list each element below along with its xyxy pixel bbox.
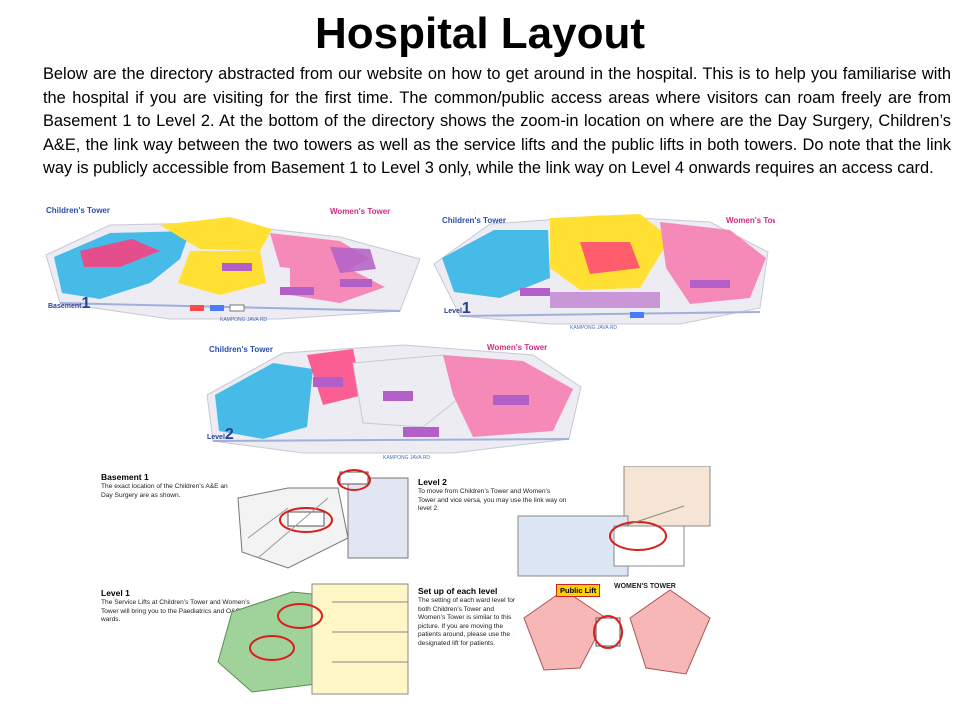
womens-tower-label: Women's Tower	[487, 343, 548, 352]
zoom-level-1-text: The Service Lifts at Children’s Tower an…	[101, 599, 250, 624]
zoom-level-1: Level 1 The Service Lifts at Children’s …	[100, 582, 412, 696]
level-2-map: Children's Tower Women's Tower Level2 KA…	[203, 335, 586, 465]
level-1-map: Children's Tower Women's Tower Level1 KA…	[430, 208, 775, 336]
childrens-tower-label: Children's Tower	[209, 345, 273, 354]
zoom-basement-1: Basement 1 The exact location of the Chi…	[100, 466, 412, 580]
kampong-java-road-label: KAMPONG JAVA RD	[383, 455, 431, 461]
ward-setup-plan	[523, 589, 711, 675]
level-number: 1	[81, 295, 91, 312]
intro-paragraph: Below are the directory abstracted from …	[43, 65, 951, 178]
womens-tower-caps-label: WOMEN'S TOWER	[614, 583, 676, 590]
basement-1-map: Children's Tower Women's Tower Basement1…	[40, 203, 425, 325]
zoom-basement-1-text: The exact location of the Children’s A&E…	[101, 483, 243, 499]
zoom-level-2-text: To move from Children’s Tower and Women’…	[418, 488, 567, 513]
level-word: Level	[207, 434, 225, 441]
level-2-zoom-plan	[517, 466, 711, 577]
level-word: Basement	[48, 303, 82, 310]
page-title: Hospital Layout	[314, 9, 646, 58]
kampong-java-road-label: KAMPONG JAVA RD	[220, 317, 268, 323]
womens-tower-label: Women's Tower	[330, 207, 391, 216]
level-1-floorplan-graphic	[433, 214, 769, 325]
zoom-level-2: Level 2 To move from Children’s Tower an…	[414, 466, 714, 580]
zoom-setup-title: Set up of each level	[418, 586, 498, 596]
level-2-floorplan-graphic	[206, 344, 582, 454]
kampong-java-road-label: KAMPONG JAVA RD	[570, 325, 618, 331]
childrens-tower-label: Children's Tower	[46, 206, 110, 215]
zoom-level-2-title: Level 2	[418, 477, 447, 487]
zoom-setup: Set up of each level The setting of each…	[414, 578, 714, 696]
level-number: 2	[224, 426, 234, 443]
childrens-tower-label: Children's Tower	[442, 216, 506, 225]
level-number: 1	[461, 300, 471, 317]
zoom-setup-text: The setting of each ward level for both …	[418, 597, 516, 647]
public-lift-label: Public Lift	[556, 584, 601, 597]
level-1-zoom-plan	[217, 583, 409, 695]
basement-1-zoom-plan	[228, 468, 412, 578]
level-word: Level	[444, 308, 462, 315]
womens-tower-label: Women's Tower	[726, 216, 775, 225]
basement-1-floorplan-graphic	[45, 217, 421, 320]
level-1-label: Level1	[444, 300, 471, 318]
level-2-label: Level2	[207, 426, 234, 444]
zoom-basement-1-title: Basement 1	[101, 472, 149, 482]
basement-1-level-label: Basement1	[48, 295, 90, 313]
zoom-level-1-title: Level 1	[101, 588, 130, 598]
